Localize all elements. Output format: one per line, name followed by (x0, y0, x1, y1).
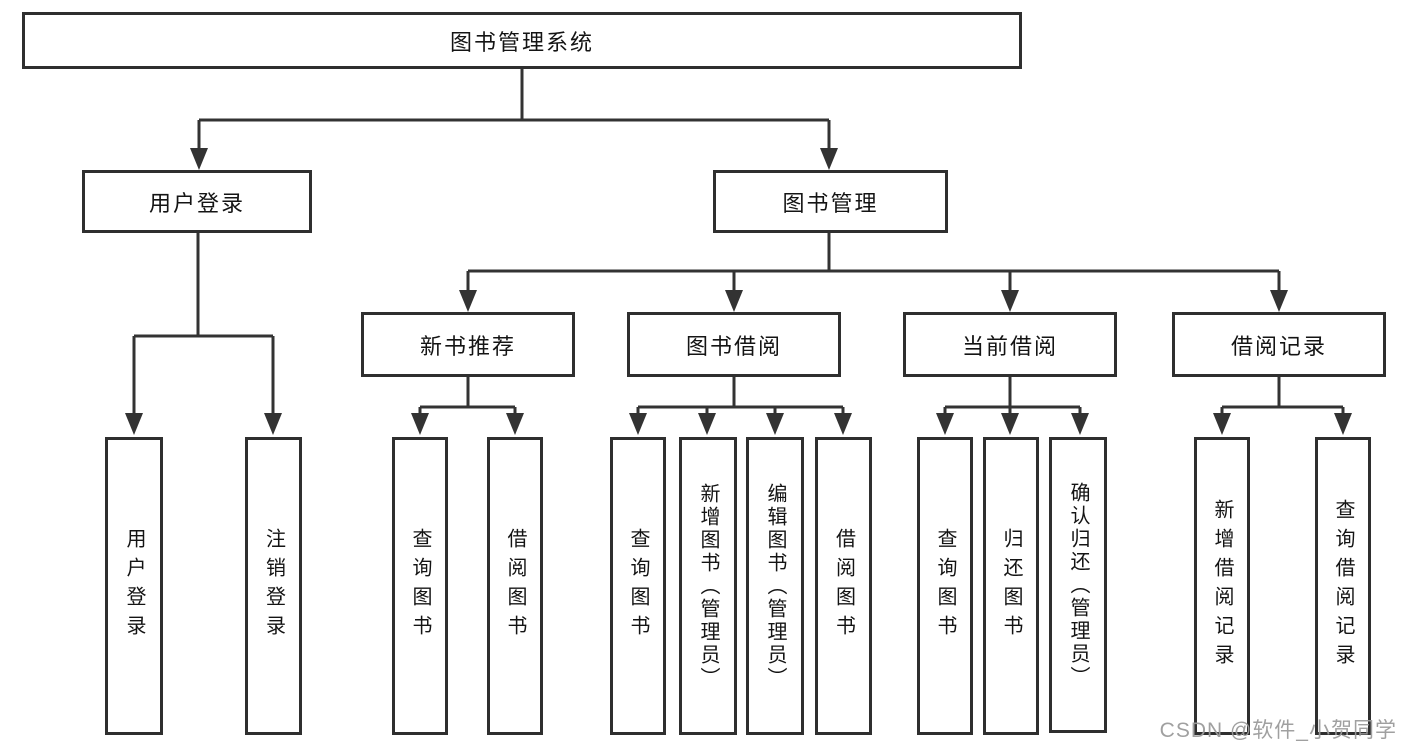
leaf-add-borrow-record: 新增借阅记录 (1194, 437, 1250, 735)
node-borrowing-records: 借阅记录 (1172, 312, 1386, 377)
leaf-confirm-return-admin: 确认归还（管理员） (1049, 437, 1107, 733)
leaf-logout: 注销登录 (245, 437, 302, 735)
leaf-return-book: 归还图书 (983, 437, 1039, 735)
leaf-borrow-books-borrowing: 借阅图书 (815, 437, 872, 735)
watermark: CSDN @软件_小贺同学 (1159, 719, 1397, 742)
leaf-query-books-current: 查询图书 (917, 437, 973, 735)
leaf-query-books-borrowing: 查询图书 (610, 437, 666, 735)
leaf-add-book-admin: 新增图书（管理员） (679, 437, 737, 735)
leaf-query-books-recommend: 查询图书 (392, 437, 448, 735)
leaf-query-borrow-record: 查询借阅记录 (1315, 437, 1371, 735)
node-user-login: 用户登录 (82, 170, 312, 233)
leaf-edit-book-admin: 编辑图书（管理员） (746, 437, 804, 735)
node-current-borrowing: 当前借阅 (903, 312, 1117, 377)
node-root: 图书管理系统 (22, 12, 1022, 69)
node-book-management: 图书管理 (713, 170, 948, 233)
leaf-user-login: 用户登录 (105, 437, 163, 735)
leaf-borrow-books-recommend: 借阅图书 (487, 437, 543, 735)
node-book-borrowing: 图书借阅 (627, 312, 841, 377)
node-new-book-recommend: 新书推荐 (361, 312, 575, 377)
